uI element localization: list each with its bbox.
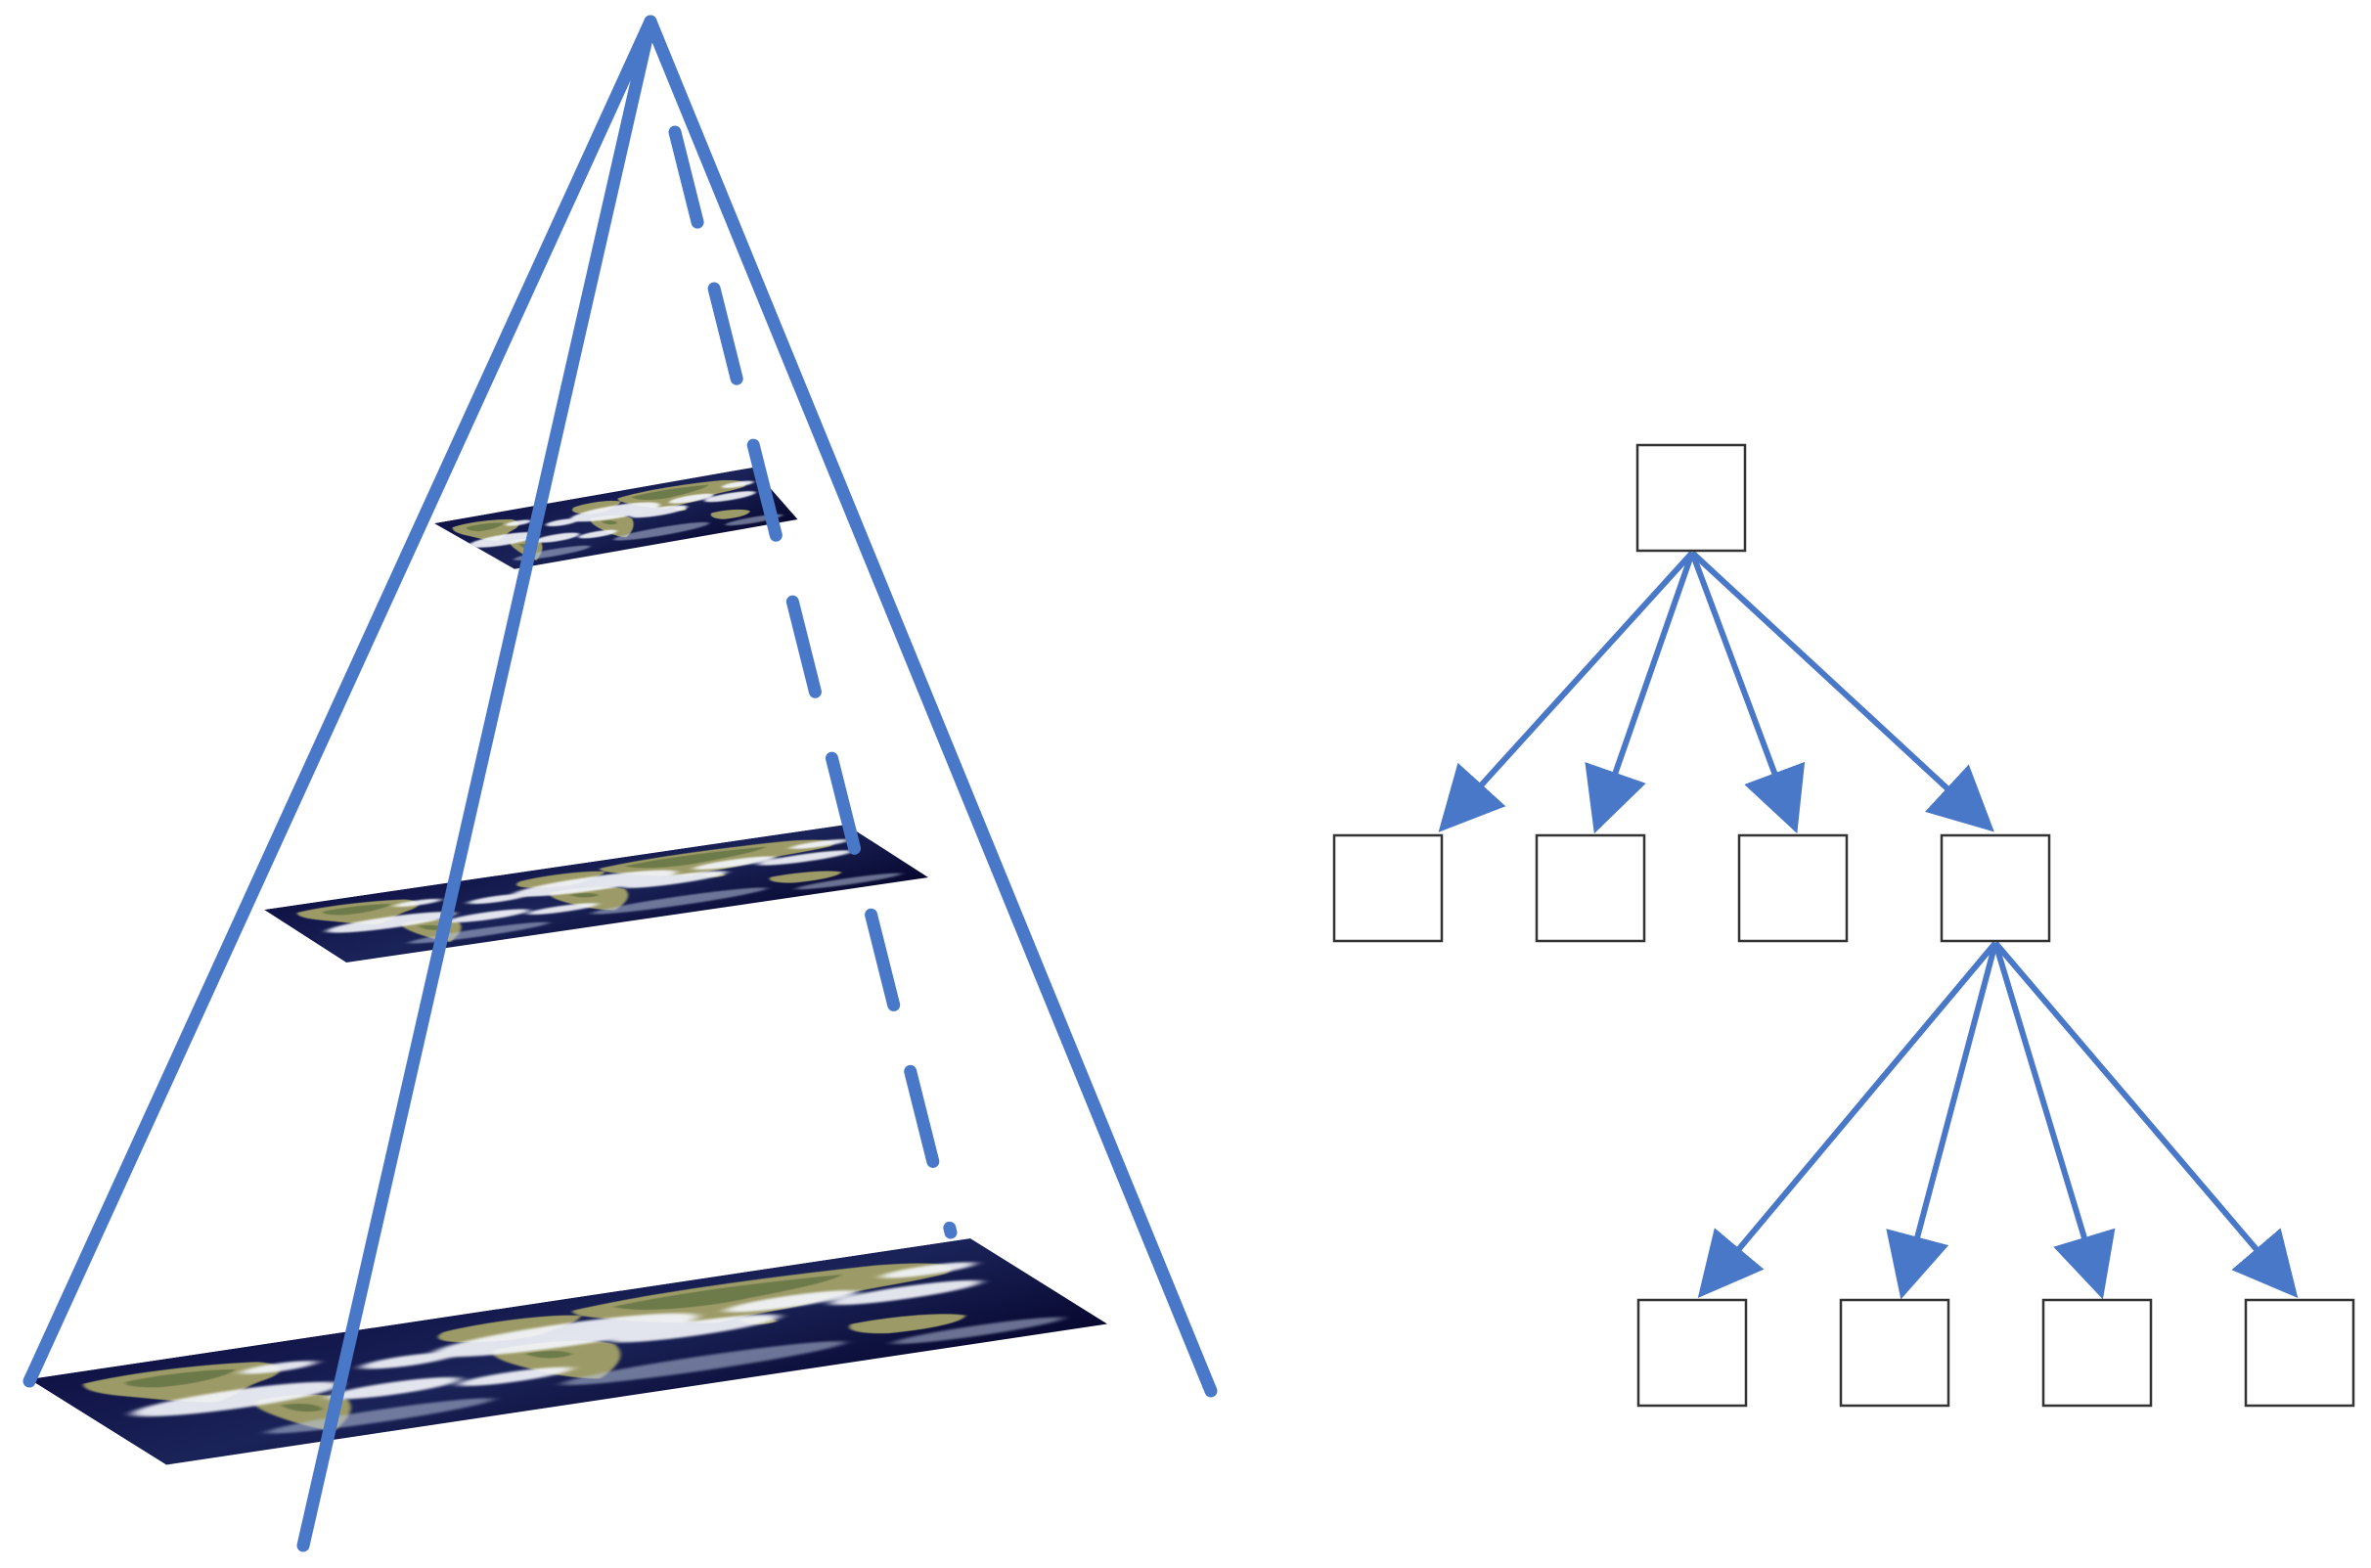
tree-node-child-1: [1332, 833, 1444, 943]
quadtree: [1332, 443, 2355, 1408]
tree-edge-root-child-3: [1689, 551, 1806, 834]
pyramid-edge-front: [296, 15, 657, 1552]
tree-node-grandchild-1: [1636, 1298, 1748, 1408]
pyramid-edge-right: [644, 15, 1218, 1398]
tree-node-root: [1635, 443, 1747, 553]
tree-node-grandchild-3: [2041, 1298, 2153, 1408]
tree-edge-root-child-2: [1585, 552, 1695, 834]
tree-node-child-3: [1737, 833, 1849, 943]
tree-edge-root-child-1: [1438, 550, 1695, 832]
pyramid-level-middle: [264, 825, 928, 963]
tree-edge-child4-grandchild-1: [1697, 941, 1998, 1299]
tree-node-grandchild-2: [1839, 1298, 1950, 1408]
tree-edge-child4-grandchild-3: [1992, 942, 2116, 1300]
tree-node-child-4: [1940, 833, 2051, 943]
pyramid-edge-left: [22, 15, 657, 1388]
image-pyramid: [22, 15, 1218, 1552]
tree-edge-root-child-4: [1689, 550, 1994, 832]
tree-edge-child4-grandchild-4: [1992, 941, 2299, 1299]
tree-edge-child4-grandchild-2: [1886, 942, 1998, 1300]
pyramid-edge-hidden: [668, 125, 958, 1239]
pyramid-level-top: [434, 468, 798, 575]
tree-node-child-2: [1535, 833, 1646, 943]
pyramid-level-bottom: [29, 1238, 1107, 1465]
tree-node-grandchild-4: [2244, 1298, 2355, 1408]
